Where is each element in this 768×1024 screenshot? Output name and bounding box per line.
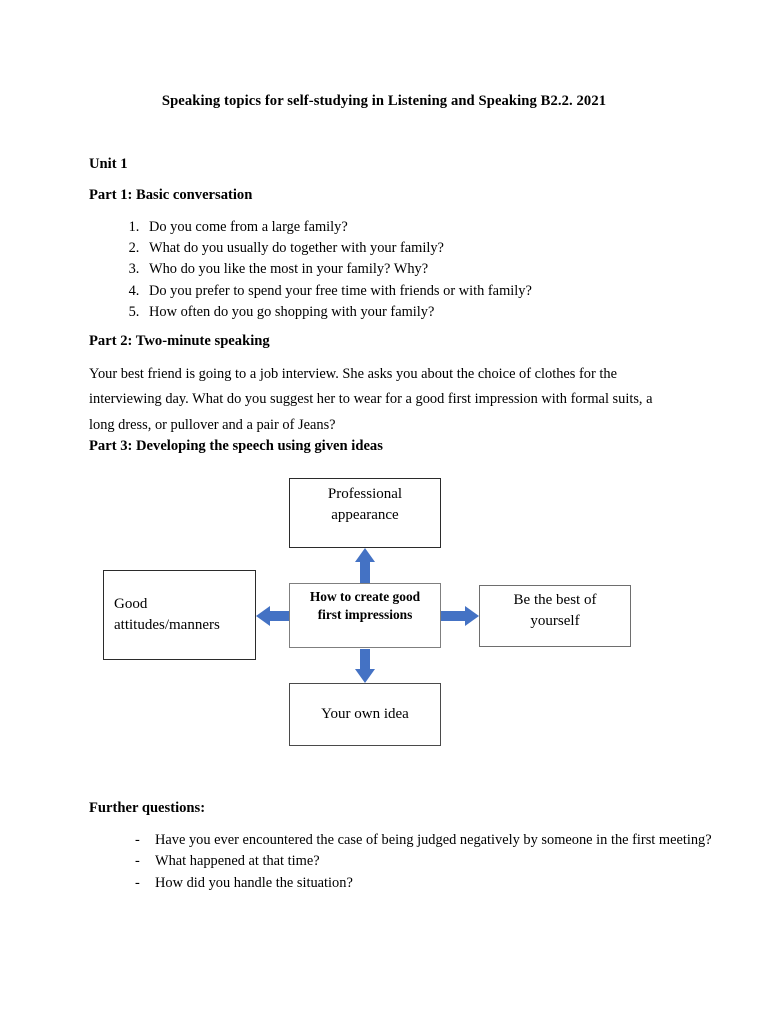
dash-marker: - <box>135 853 140 870</box>
list-item: - How did you handle the situation? <box>135 873 720 894</box>
list-item: - What happened at that time? <box>135 851 720 872</box>
node-label: Your own idea <box>321 706 409 722</box>
further-questions-heading: Further questions: <box>89 800 206 816</box>
node-label-line2: appearance <box>331 507 399 523</box>
node-label-line2: first impressions <box>317 607 413 622</box>
part2-paragraph: Your best friend is going to a job inter… <box>89 366 653 433</box>
node-label-line1: Professional <box>327 486 403 502</box>
list-item: Do you come from a large family? <box>143 217 532 238</box>
diagram-node-good-attitudes-manners[interactable]: Good attitudes/manners <box>103 570 256 660</box>
diagram-node-your-own-idea[interactable]: Your own idea <box>289 683 441 746</box>
node-label-line1: How to create good <box>309 589 421 604</box>
node-label-line2: yourself <box>530 613 580 629</box>
part1-heading: Part 1: Basic conversation <box>89 187 253 203</box>
node-label-line1: Be the best of <box>513 592 597 608</box>
list-item: Do you prefer to spend your free time wi… <box>143 281 532 302</box>
part2-heading: Part 2: Two-minute speaking <box>89 333 270 349</box>
list-item: - Have you ever encountered the case of … <box>135 830 720 851</box>
part1-question-list: Do you come from a large family? What do… <box>95 217 532 323</box>
node-label-line2: attitudes/manners <box>114 617 220 633</box>
part3-heading: Part 3: Developing the speech using give… <box>89 438 383 454</box>
further-questions-list: - Have you ever encountered the case of … <box>95 830 720 894</box>
list-item-text: Have you ever encountered the case of be… <box>155 832 712 848</box>
diagram-node-how-to-create-good-first-impressions[interactable]: How to create good first impressions <box>289 583 441 648</box>
list-item: How often do you go shopping with your f… <box>143 302 532 323</box>
list-item-text: What happened at that time? <box>155 853 320 870</box>
node-label-line1: Good <box>114 596 148 612</box>
unit-heading: Unit 1 <box>89 156 128 172</box>
list-item-text: How did you handle the situation? <box>155 874 353 891</box>
arrow-center-to-top <box>355 548 375 583</box>
list-item: What do you usually do together with you… <box>143 238 532 259</box>
dash-marker: - <box>135 832 140 848</box>
arrow-center-to-bottom <box>355 649 375 683</box>
diagram-node-be-the-best-of-yourself[interactable]: Be the best of yourself <box>479 585 631 647</box>
dash-marker: - <box>135 874 140 891</box>
arrow-center-to-right <box>441 606 479 626</box>
list-item: Who do you like the most in your family?… <box>143 259 532 280</box>
page-title: Speaking topics for self-studying in Lis… <box>161 93 607 109</box>
arrow-center-to-left <box>256 606 290 626</box>
diagram-node-professional-appearance[interactable]: Professional appearance <box>289 478 441 548</box>
